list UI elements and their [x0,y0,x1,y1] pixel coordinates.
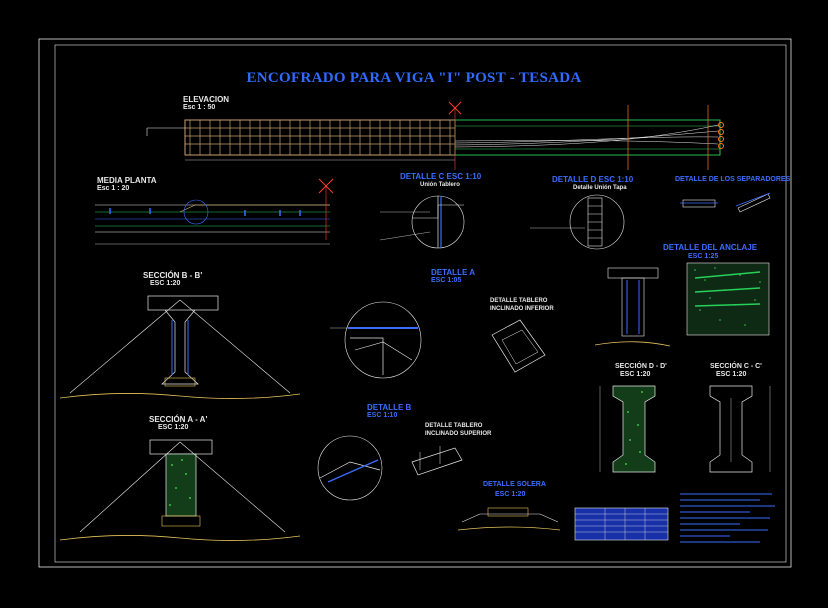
section-bb-scale: ESC 1:20 [150,280,181,287]
detail-b-label: DETALLE B [367,403,412,412]
detail-a-label: DETALLE A [431,268,475,277]
lower-panel-label: DETALLE TABLERO [490,298,548,304]
upper-inclined-panel-detail [411,446,463,476]
detail-c-sub: Unión Tablero [420,182,460,188]
section-cc-label: SECCIÓN C - C' [710,363,762,370]
general-notes [680,493,775,543]
elevation-scale: Esc 1 : 50 [183,104,216,111]
detail-d [530,194,625,250]
spacers-detail [680,192,771,213]
section-cc [709,385,771,473]
upper-panel-label-2: INCLINADO SUPERIOR [425,431,492,437]
inner-border [54,44,787,563]
anchorage-scale: ESC 1:25 [688,253,719,260]
sill-detail [457,507,561,531]
elevation-view [146,101,724,170]
section-anchor-block [594,267,671,347]
elevation-label: ELEVACION [183,95,230,104]
section-dd [599,385,656,473]
detail-a-scale: ESC 1:05 [431,277,462,284]
drawing-title: ENCOFRADO PARA VIGA "I" POST - TESADA [246,70,582,86]
section-bb-label: SECCIÓN B - B' [143,271,203,280]
spacers-label: DETALLE DE LOS SEPARADORES [675,176,791,183]
upper-panel-label: DETALLE TABLERO [425,423,483,429]
section-bb [59,295,301,399]
anchorage-label: DETALLE DEL ANCLAJE [663,243,758,252]
detail-b [317,435,383,501]
section-aa [59,439,301,541]
sill-scale: ESC 1:20 [495,491,526,498]
detail-d-sub: Detalle Unión Tapa [573,185,627,191]
section-aa-label: SECCIÓN A - A' [149,415,208,424]
detail-c [379,195,465,249]
section-aa-scale: ESC 1:20 [158,424,189,431]
schedule-table [574,507,669,541]
half-plan-view [95,178,334,245]
half-plan-label: MEDIA PLANTA [97,176,157,185]
anchorage-detail [686,262,770,336]
section-cc-scale: ESC 1:20 [716,371,747,378]
detail-b-scale: ESC 1:10 [367,412,398,419]
detail-d-label: DETALLE D ESC 1:10 [552,175,634,184]
outer-border [38,38,792,568]
lower-panel-label-2: INCLINADO INFERIOR [490,306,554,312]
section-dd-scale: ESC 1:20 [620,371,651,378]
section-dd-label: SECCIÓN D - D' [615,363,667,370]
lower-inclined-panel-detail [491,319,546,373]
half-plan-scale: Esc 1 : 20 [97,185,130,192]
detail-c-label: DETALLE C ESC 1:10 [400,172,482,181]
sill-label: DETALLE SOLERA [483,481,546,488]
detail-a [330,301,422,379]
